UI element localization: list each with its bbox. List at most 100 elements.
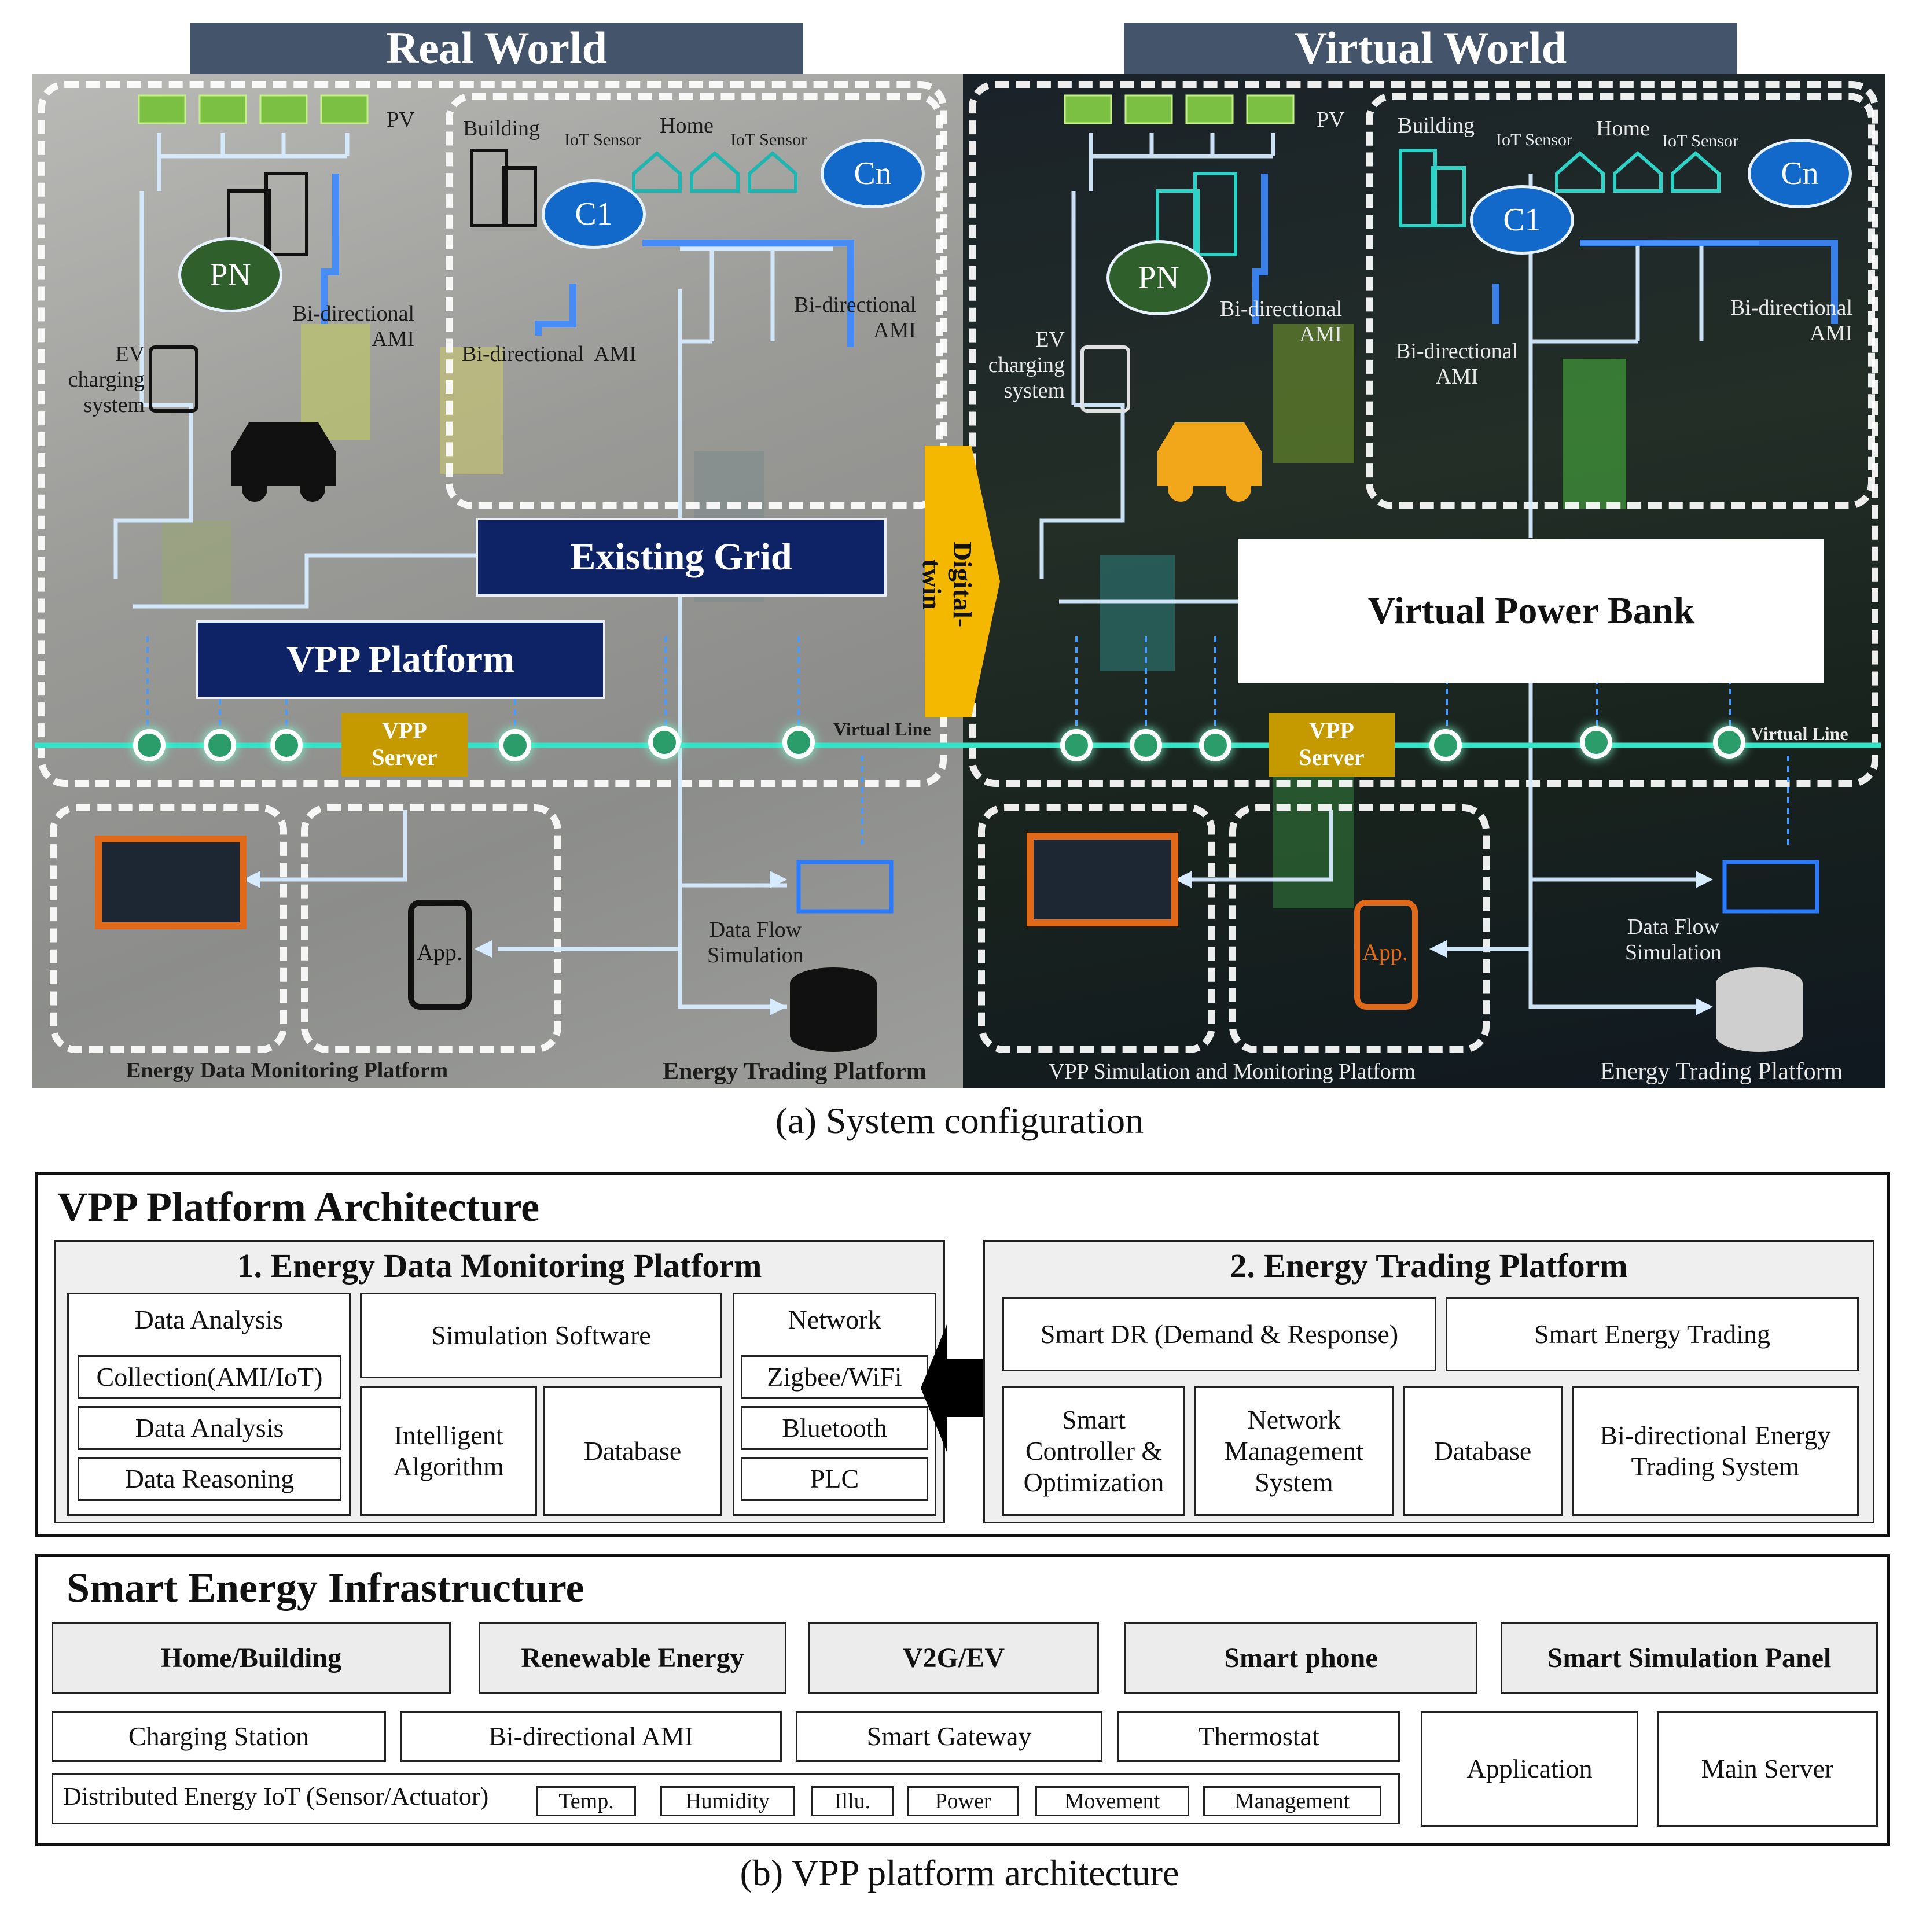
- intelligent-algorithm-box: Intelligent Algorithm: [360, 1386, 537, 1516]
- vl-node: [1130, 729, 1162, 761]
- vl-node: [648, 726, 681, 759]
- virtual-power-bank: Virtual Power Bank: [1238, 539, 1824, 683]
- ami-label: Bi-directional AMI: [292, 301, 415, 351]
- virtual-producer-group: [969, 81, 1878, 787]
- header-home-building: Home/Building: [52, 1622, 451, 1694]
- header-v2g-ev: V2G/EV: [808, 1622, 1099, 1694]
- vl-node: [270, 729, 303, 761]
- trading-platform-label: Energy Trading Platform: [1600, 1058, 1843, 1085]
- ami-label: Bi-directional AMI: [794, 293, 917, 343]
- vl-node: [1713, 726, 1745, 759]
- city-block: [1563, 359, 1626, 509]
- consumer-c1: C1: [542, 179, 646, 249]
- virtual-line-label: Virtual Line: [1751, 723, 1848, 744]
- ami-label: Bi-directional AMI: [462, 342, 637, 366]
- sensor-illu: Illu.: [811, 1786, 894, 1816]
- trading-platform-group: 2. Energy Trading Platform Smart DR (Dem…: [983, 1240, 1874, 1523]
- sensor-humidity: Humidity: [660, 1786, 795, 1816]
- sensor-power: Power: [907, 1786, 1019, 1816]
- collection-box: Collection(AMI/IoT): [78, 1355, 341, 1399]
- ami-label: Bi-directional AMI: [1396, 339, 1519, 389]
- smart-gateway-box: Smart Gateway: [796, 1711, 1102, 1762]
- trading-platform-label: Energy Trading Platform: [663, 1058, 927, 1085]
- charging-station-box: Charging Station: [52, 1711, 386, 1762]
- ev-charging-label: EV charging system: [988, 327, 1065, 403]
- zigbee-box: Zigbee/WiFi: [741, 1355, 928, 1399]
- virtual-consumer-group: [1366, 93, 1875, 509]
- city-block: [1273, 324, 1354, 463]
- network-management-box: Network Management System: [1194, 1386, 1394, 1516]
- trading-title: 2. Energy Trading Platform: [1230, 1247, 1628, 1285]
- vl-node: [1429, 729, 1462, 761]
- main-server-box: Main Server: [1657, 1711, 1878, 1827]
- data-reasoning-box: Data Reasoning: [78, 1457, 341, 1501]
- header-smart-phone: Smart phone: [1124, 1622, 1477, 1694]
- vl-node: [1580, 726, 1612, 759]
- distributed-iot-label: Distributed Energy IoT (Sensor/Actuator): [63, 1782, 489, 1810]
- infrastructure-title: Smart Energy Infrastructure: [67, 1565, 584, 1611]
- sensor-movement: Movement: [1035, 1786, 1189, 1816]
- vl-node: [1199, 729, 1231, 761]
- vpp-server: VPP Server: [1269, 713, 1395, 777]
- header-smart-simulation-panel: Smart Simulation Panel: [1501, 1622, 1878, 1694]
- consumer-cn: Cn: [1748, 139, 1852, 208]
- figure-b-caption: (b) VPP platform architecture: [740, 1852, 1179, 1893]
- bidirectional-trading-box: Bi-directional Energy Trading System: [1572, 1386, 1859, 1516]
- ami-label: Bi-directional AMI: [1220, 297, 1343, 347]
- city-block: [1273, 770, 1354, 908]
- vl-node: [499, 729, 531, 761]
- city-block: [162, 521, 231, 608]
- database-box: Database: [543, 1386, 722, 1516]
- vpp-server: VPP Server: [341, 713, 468, 777]
- virtual-world-title: Virtual World: [1124, 23, 1737, 75]
- real-app-group: [301, 804, 561, 1053]
- vl-node: [782, 726, 815, 759]
- figure-a-caption: (a) System configuration: [775, 1100, 1144, 1141]
- monitoring-platform-label: VPP Simulation and Monitoring Platform: [1049, 1059, 1416, 1084]
- sensor-temp: Temp.: [536, 1786, 636, 1816]
- monitoring-platform-label: Energy Data Monitoring Platform: [126, 1058, 448, 1083]
- real-monitor-group: [50, 804, 287, 1053]
- architecture-title: VPP Platform Architecture: [57, 1184, 540, 1230]
- vpp-architecture-frame: VPP Platform Architecture 1. Energy Data…: [35, 1172, 1890, 1537]
- database-box: Database: [1403, 1386, 1563, 1516]
- data-flow-label: Data Flow Simulation: [1625, 915, 1722, 965]
- home-label: Home: [1596, 116, 1650, 141]
- iot-sensor-label: IoT Sensor: [730, 130, 807, 149]
- virtual-app-group: [1229, 804, 1490, 1053]
- iot-sensor-label: IoT Sensor: [1496, 130, 1572, 149]
- smart-energy-trading-box: Smart Energy Trading: [1446, 1297, 1859, 1371]
- monitoring-platform-group: 1. Energy Data Monitoring Platform Data …: [54, 1240, 945, 1523]
- vl-node: [133, 729, 166, 761]
- home-label: Home: [660, 113, 714, 138]
- bluetooth-box: Bluetooth: [741, 1406, 928, 1450]
- vpp-platform: VPP Platform: [196, 620, 605, 699]
- thermostat-box: Thermostat: [1117, 1711, 1400, 1762]
- consumer-c1: C1: [1470, 185, 1574, 255]
- real-consumer-group: [446, 93, 943, 509]
- virtual-monitor-group: [978, 804, 1215, 1053]
- ev-charging-label: EV charging system: [68, 342, 145, 417]
- app-label: App.: [417, 939, 462, 965]
- infrastructure-frame: Smart Energy Infrastructure Home/Buildin…: [35, 1554, 1890, 1846]
- bidirectional-ami-box: Bi-directional AMI: [400, 1711, 782, 1762]
- data-analysis-box: Data Analysis: [78, 1406, 341, 1450]
- data-flow-label: Data Flow Simulation: [707, 918, 804, 967]
- producer-pn: PN: [178, 237, 282, 312]
- existing-grid: Existing Grid: [476, 518, 887, 597]
- smart-dr-box: Smart DR (Demand & Response): [1002, 1297, 1436, 1371]
- application-box: Application: [1421, 1711, 1638, 1827]
- network-heading: Network: [788, 1305, 881, 1334]
- virtual-line-label: Virtual Line: [833, 719, 931, 739]
- iot-sensor-label: IoT Sensor: [564, 130, 641, 149]
- producer-pn: PN: [1106, 240, 1211, 315]
- consumer-cn: Cn: [821, 139, 925, 208]
- simulation-software-box: Simulation Software: [360, 1293, 722, 1378]
- city-block: [1100, 555, 1175, 671]
- building-label: Building: [463, 116, 541, 141]
- header-renewable-energy: Renewable Energy: [479, 1622, 786, 1694]
- figure-a: Real World Virtual World: [32, 23, 1885, 1141]
- ami-label: Bi-directional AMI: [1730, 296, 1853, 345]
- sensor-management: Management: [1203, 1786, 1381, 1816]
- city-block: [301, 324, 370, 440]
